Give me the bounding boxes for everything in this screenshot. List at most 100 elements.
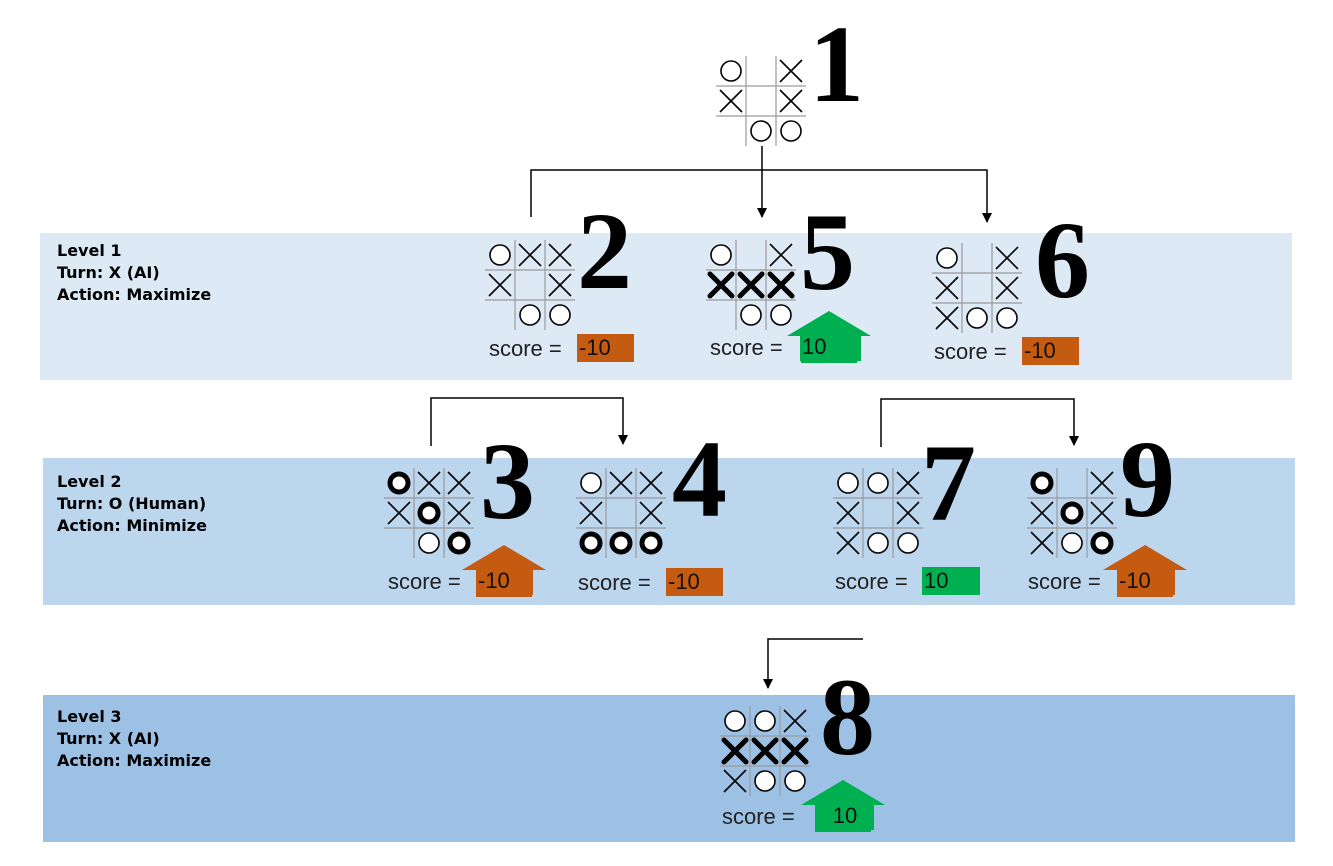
board-grid xyxy=(485,240,575,330)
x-mark xyxy=(639,471,663,495)
score-label: score = xyxy=(835,569,908,594)
score-value: 10 xyxy=(816,802,874,830)
x-mark xyxy=(1030,501,1054,525)
board xyxy=(576,468,666,558)
score-label: score = xyxy=(710,335,783,360)
x-mark xyxy=(721,737,749,765)
level-1-title: Level 1 xyxy=(57,241,122,260)
x-mark xyxy=(417,471,441,495)
o-mark xyxy=(770,304,792,326)
node-number: 1 xyxy=(809,3,864,125)
score-value: -10 xyxy=(1022,337,1079,365)
o-mark xyxy=(966,307,988,329)
score-value: -10 xyxy=(577,334,634,362)
x-mark xyxy=(935,306,959,330)
o-mark xyxy=(837,472,859,494)
board-grid xyxy=(716,56,806,146)
o-mark xyxy=(897,532,919,554)
level-2-description: Level 2 Turn: O (Human) Action: Minimize xyxy=(57,471,207,537)
o-mark xyxy=(750,120,772,142)
x-mark xyxy=(836,531,860,555)
connector-1-to-2-6 xyxy=(530,169,992,223)
x-mark xyxy=(609,471,633,495)
x-mark xyxy=(1090,471,1114,495)
x-mark xyxy=(548,243,572,267)
o-mark xyxy=(417,501,441,525)
node-number: 3 xyxy=(480,420,535,542)
node-number: 9 xyxy=(1120,418,1175,540)
o-mark xyxy=(936,247,958,269)
score-label: score = xyxy=(934,339,1007,364)
board xyxy=(833,468,923,558)
o-mark xyxy=(740,304,762,326)
x-mark xyxy=(639,501,663,525)
level-1-description: Level 1 Turn: X (AI) Action: Maximize xyxy=(57,240,211,306)
o-mark xyxy=(867,532,889,554)
level-1-turn: Turn: X (AI) xyxy=(57,263,160,282)
o-mark xyxy=(580,472,602,494)
o-mark xyxy=(519,304,541,326)
o-mark xyxy=(867,472,889,494)
board-grid xyxy=(932,243,1022,333)
o-mark xyxy=(447,531,471,555)
x-mark xyxy=(995,246,1019,270)
o-mark xyxy=(780,120,802,142)
x-mark xyxy=(488,273,512,297)
board-grid xyxy=(833,468,923,558)
x-mark xyxy=(1030,531,1054,555)
x-mark xyxy=(737,271,765,299)
x-mark xyxy=(723,769,747,793)
node-number: 5 xyxy=(800,191,855,313)
board xyxy=(720,706,810,796)
o-mark xyxy=(609,531,633,555)
o-mark xyxy=(1061,532,1083,554)
x-mark xyxy=(935,276,959,300)
board-grid xyxy=(1027,468,1117,558)
node-number: 7 xyxy=(921,422,976,544)
o-mark xyxy=(754,770,776,792)
x-mark xyxy=(836,501,860,525)
level-3-turn: Turn: X (AI) xyxy=(57,729,160,748)
score-value: -10 xyxy=(666,568,723,596)
score-value: -10 xyxy=(476,567,533,595)
o-mark xyxy=(639,531,663,555)
x-mark xyxy=(896,471,920,495)
x-mark xyxy=(995,276,1019,300)
x-mark xyxy=(707,271,735,299)
o-mark xyxy=(489,244,511,266)
score-label: score = xyxy=(489,336,562,361)
board xyxy=(384,468,474,558)
x-mark xyxy=(579,501,603,525)
score-value: 10 xyxy=(800,333,861,361)
score-label: score = xyxy=(578,570,651,595)
x-mark xyxy=(769,243,793,267)
o-mark xyxy=(720,60,742,82)
board-grid xyxy=(720,706,810,796)
board-grid xyxy=(706,240,796,330)
x-mark xyxy=(779,89,803,113)
connector-6-to-7-9 xyxy=(880,398,1079,447)
o-mark xyxy=(1030,471,1054,495)
score-value: 10 xyxy=(922,567,980,595)
x-mark xyxy=(896,501,920,525)
x-mark xyxy=(751,737,779,765)
board xyxy=(932,243,1022,333)
level-3-band xyxy=(43,695,1295,842)
x-mark xyxy=(548,273,572,297)
connector-2-to-3-4 xyxy=(430,397,628,446)
score-label: score = xyxy=(388,569,461,594)
o-mark xyxy=(1060,501,1084,525)
node-number: 8 xyxy=(820,656,875,778)
level-1-action: Action: Maximize xyxy=(57,285,212,304)
node-number: 6 xyxy=(1035,199,1090,321)
level-2-title: Level 2 xyxy=(57,472,122,491)
x-mark xyxy=(447,471,471,495)
level-3-title: Level 3 xyxy=(57,707,122,726)
x-mark xyxy=(783,709,807,733)
node-number: 4 xyxy=(672,418,727,540)
o-mark xyxy=(579,531,603,555)
board xyxy=(1027,468,1117,558)
level-3-action: Action: Maximize xyxy=(57,751,212,770)
board xyxy=(716,56,806,146)
